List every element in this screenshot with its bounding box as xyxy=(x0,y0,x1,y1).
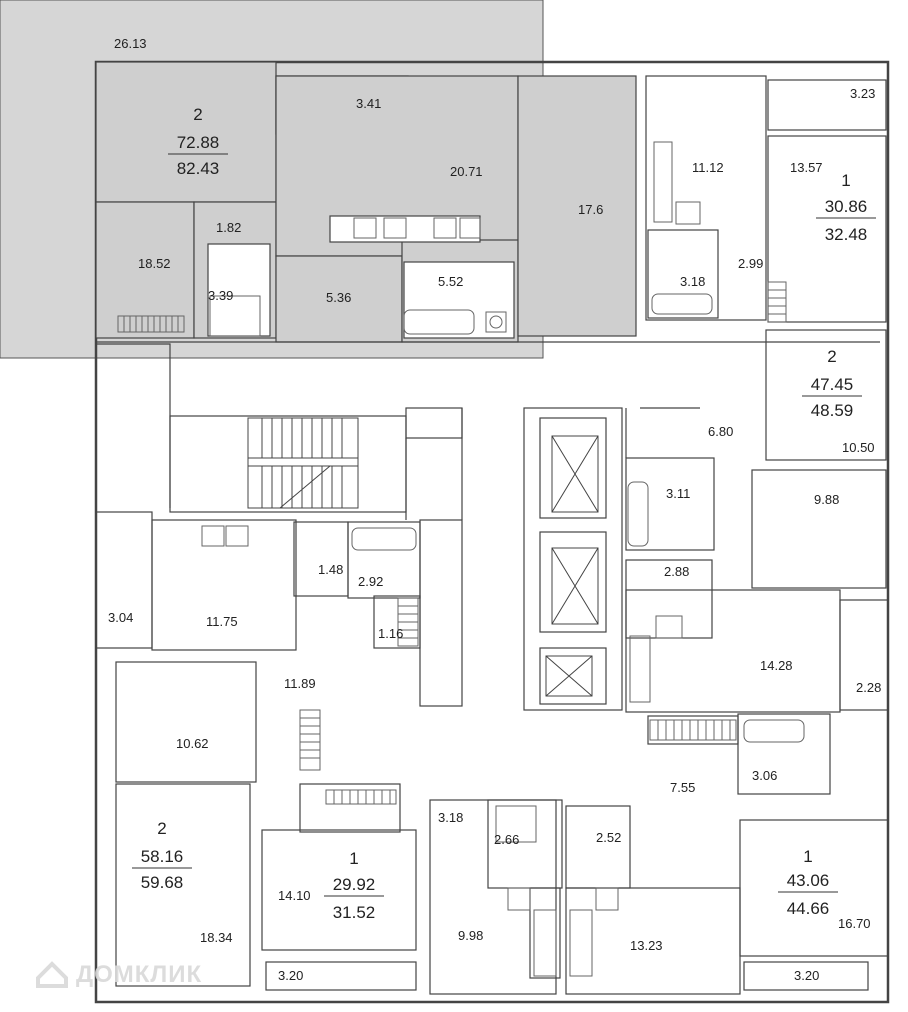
room-area-label: 5.36 xyxy=(326,290,351,305)
room-area-label: 17.6 xyxy=(578,202,603,217)
room-area-label: 10.50 xyxy=(842,440,875,455)
apartment-living-area: 58.16 xyxy=(141,847,184,866)
room-area-label: 9.88 xyxy=(814,492,839,507)
staircase xyxy=(247,417,359,509)
apartment-rooms: 1 xyxy=(841,171,850,190)
watermark-text: ДОМКЛИК xyxy=(76,961,202,988)
apartment-label-4[interactable]: 2 58.16 59.68 xyxy=(132,819,192,892)
apartment-total-area: 32.48 xyxy=(825,225,868,244)
walls xyxy=(94,60,890,1004)
apartment-living-area: 29.92 xyxy=(333,875,376,894)
apartment-total-area: 31.52 xyxy=(333,903,376,922)
room-area-label: 1.16 xyxy=(378,626,403,641)
apartment-rooms: 2 xyxy=(193,105,202,124)
room-area-label: 2.28 xyxy=(856,680,881,695)
apartment-total-area: 48.59 xyxy=(811,401,854,420)
room-area-label: 3.18 xyxy=(438,810,463,825)
apartment-rooms: 2 xyxy=(157,819,166,838)
house-logo-icon xyxy=(36,961,68,988)
room-area-label: 2.92 xyxy=(358,574,383,589)
room-area-label: 18.52 xyxy=(138,256,171,271)
apartment-label-1[interactable]: 2 72.88 82.43 xyxy=(168,105,228,178)
room-area-label: 1.82 xyxy=(216,220,241,235)
room-area-label: 3.41 xyxy=(356,96,381,111)
room-area-label: 3.20 xyxy=(278,968,303,983)
room-area-label: 3.06 xyxy=(752,768,777,783)
room-area-label: 11.75 xyxy=(206,614,238,629)
room-area-label: 26.13 xyxy=(114,36,147,51)
apartment-living-area: 47.45 xyxy=(811,375,854,394)
room-area-label: 6.80 xyxy=(708,424,733,439)
room-area-label: 2.52 xyxy=(596,830,621,845)
apartment-total-area: 82.43 xyxy=(177,159,220,178)
room-area-label: 5.52 xyxy=(438,274,463,289)
room-area-label: 3.20 xyxy=(794,968,819,983)
room-area-label: 10.62 xyxy=(176,736,209,751)
room-area-label: 14.10 xyxy=(278,888,311,903)
room-area-label: 11.12 xyxy=(692,160,724,175)
room-area-label: 3.39 xyxy=(208,288,233,303)
fixtures xyxy=(117,141,805,977)
room-area-label: 20.71 xyxy=(450,164,483,179)
apartment-living-area: 72.88 xyxy=(177,133,220,152)
room-area-label: 11.89 xyxy=(284,676,316,691)
room-area-label: 2.88 xyxy=(664,564,689,579)
apartment-living-area: 43.06 xyxy=(787,871,830,890)
room-area-label: 2.99 xyxy=(738,256,763,271)
room-area-label: 13.57 xyxy=(790,160,823,175)
elevators xyxy=(545,435,599,697)
room-labels: 26.13 3.41 20.71 17.6 18.52 1.82 3.39 5.… xyxy=(108,36,881,983)
apartment-rooms: 1 xyxy=(803,847,812,866)
room-area-label: 3.23 xyxy=(850,86,875,101)
apartment-rooms: 1 xyxy=(349,849,358,868)
apartment-label-5[interactable]: 1 29.92 31.52 xyxy=(324,849,384,922)
apartment-total-area: 44.66 xyxy=(787,899,830,918)
room-area-label: 9.98 xyxy=(458,928,483,943)
room-area-label: 14.28 xyxy=(760,658,793,673)
apartment-label-2[interactable]: 1 30.86 32.48 xyxy=(816,171,876,244)
apartment-living-area: 30.86 xyxy=(825,197,868,216)
room-area-label: 1.48 xyxy=(318,562,343,577)
room-area-label: 16.70 xyxy=(838,916,871,931)
room-area-label: 3.18 xyxy=(680,274,705,289)
room-area-label: 3.04 xyxy=(108,610,133,625)
apartment-rooms: 2 xyxy=(827,347,836,366)
watermark: ДОМКЛИК xyxy=(36,961,202,988)
room-area-label: 13.23 xyxy=(630,938,663,953)
apartment-total-area: 59.68 xyxy=(141,873,184,892)
room-area-label: 7.55 xyxy=(670,780,695,795)
apartment-label-6[interactable]: 1 43.06 44.66 xyxy=(778,847,838,918)
apartment-label-3[interactable]: 2 47.45 48.59 xyxy=(802,347,862,420)
room-area-label: 2.66 xyxy=(494,832,519,847)
room-area-label: 18.34 xyxy=(200,930,233,945)
room-area-label: 3.11 xyxy=(666,486,690,501)
